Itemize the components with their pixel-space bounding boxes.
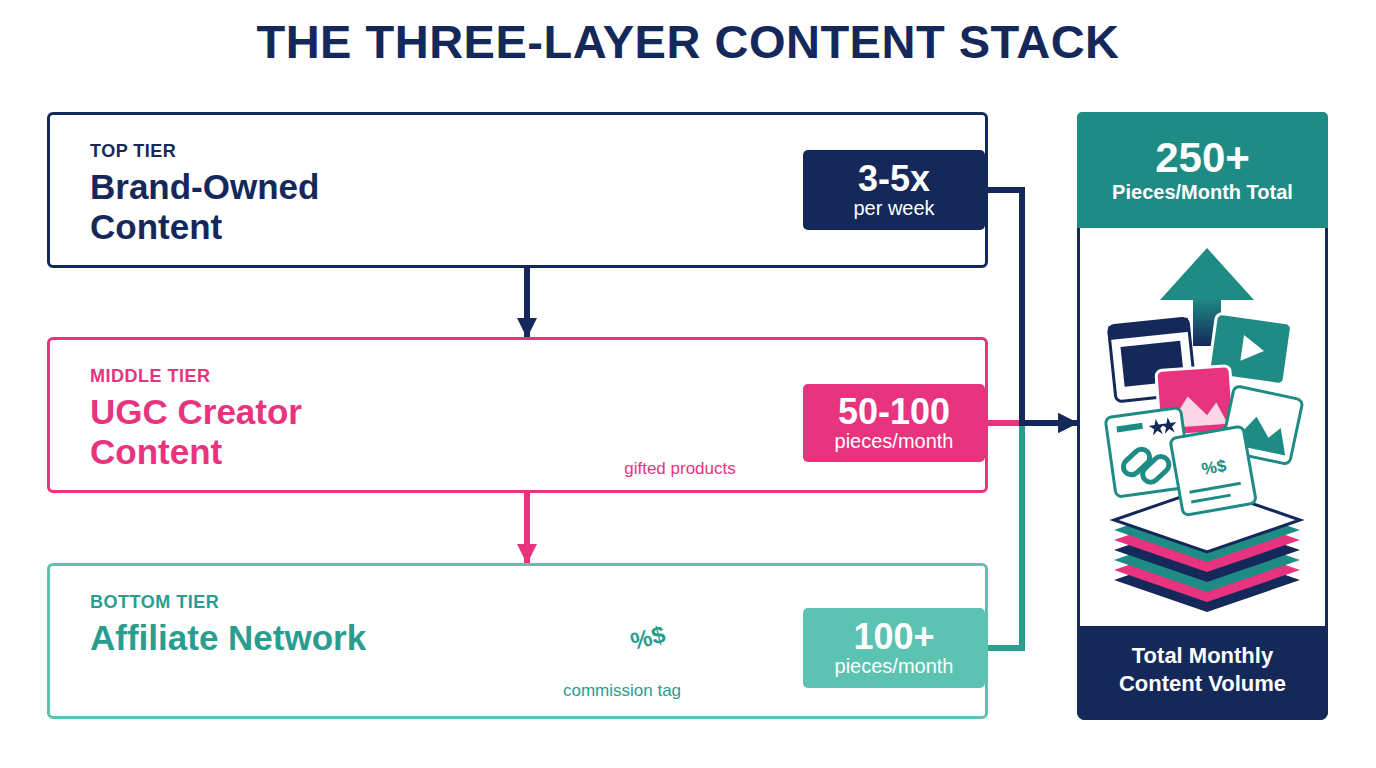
volume-unit: pieces/month <box>835 430 954 453</box>
volume-badge: 3-5xper week <box>803 150 985 230</box>
tier-name: Brand-Owned Content <box>90 167 420 248</box>
flow-arrow <box>985 423 1077 648</box>
volume-number: 100+ <box>853 618 934 656</box>
tier-name: Affiliate Network <box>90 618 420 658</box>
panel-caption: Total Monthly Content Volume <box>1080 642 1325 697</box>
tier-label: BOTTOM TIER <box>90 592 420 614</box>
volume-unit: per week <box>853 197 934 220</box>
volume-number: 50-100 <box>838 393 950 431</box>
icon-caption: gifted products <box>624 459 736 479</box>
tier-label: MIDDLE TIER <box>90 366 420 388</box>
flow-arrow <box>524 268 530 337</box>
total-panel: Total Monthly Content Volume 250+Pieces/M… <box>1077 112 1328 720</box>
diagram-title: THE THREE-LAYER CONTENT STACK <box>0 14 1376 69</box>
content-cards <box>1105 313 1303 516</box>
flow-arrow <box>524 493 530 563</box>
tier-box: TOP TIER Brand-Owned Content 3-5xper week <box>47 112 988 268</box>
tier-name: UGC Creator Content <box>90 392 420 473</box>
tier-box: MIDDLE TIER UGC Creator Content 50-100piec… <box>47 337 988 493</box>
volume-number: 3-5x <box>858 160 930 198</box>
tier-box: BOTTOM TIER Affiliate Network 100+pieces/m… <box>47 563 988 719</box>
tier-label: TOP TIER <box>90 141 420 163</box>
tag-symbol: %$ <box>1200 456 1228 480</box>
total-header: 250+Pieces/Month Total <box>1077 112 1328 228</box>
volume-badge: 100+pieces/month <box>803 608 985 688</box>
volume-unit: Pieces/Month Total <box>1112 180 1293 204</box>
volume-badge: 50-100pieces/month <box>803 384 985 462</box>
flow-arrow <box>985 190 1077 423</box>
panel-ground <box>1077 112 1328 720</box>
volume-unit: pieces/month <box>835 655 954 678</box>
volume-number: 250+ <box>1155 136 1250 180</box>
icon-caption: commission tag <box>563 681 681 701</box>
panel-inner <box>1080 226 1325 626</box>
